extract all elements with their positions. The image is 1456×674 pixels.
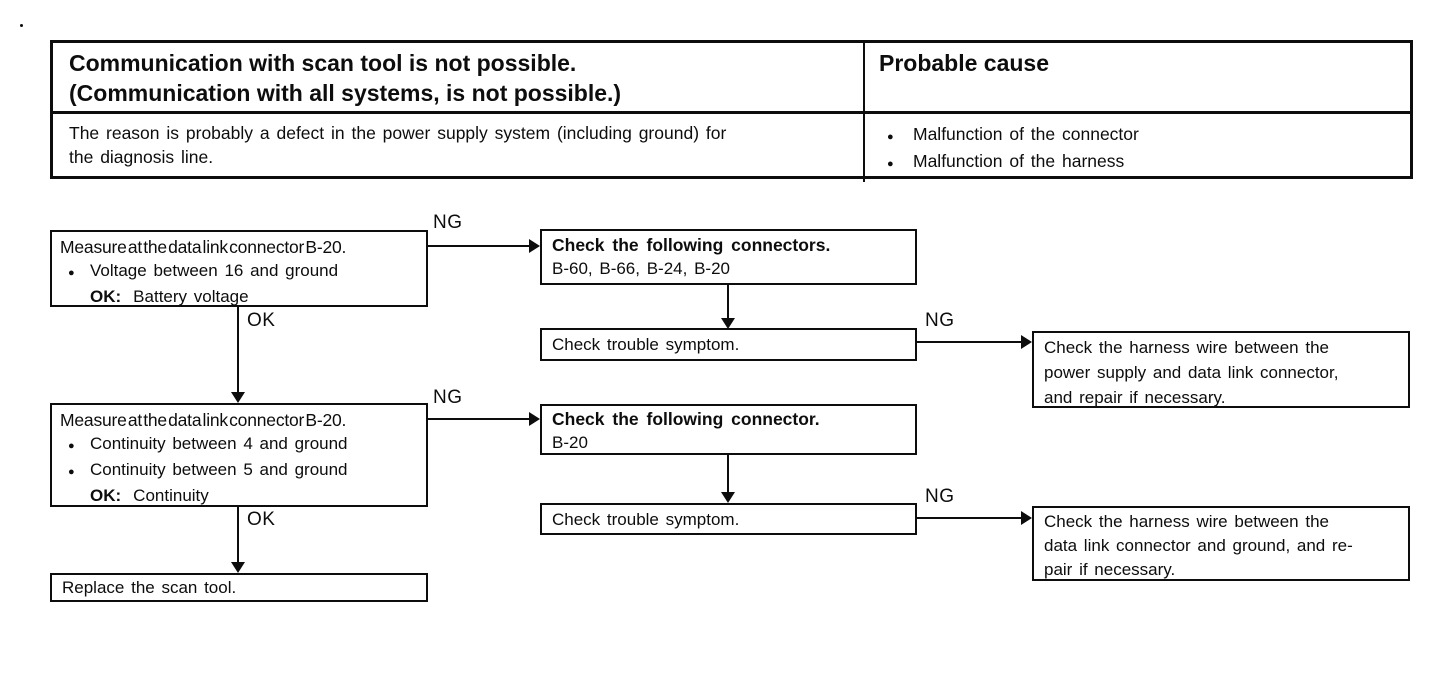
flow-box-replace-scan-tool: Replace the scan tool. xyxy=(50,573,428,602)
check-connectors-title: Check the following connectors. xyxy=(552,235,831,255)
arrowhead-down-icon xyxy=(721,492,735,503)
arrowhead-right-icon xyxy=(529,239,540,253)
bullet-icon: ● xyxy=(68,267,75,279)
flow-box-harness-ground: Check the harness wire between the data … xyxy=(1032,506,1410,581)
arrowhead-down-icon xyxy=(231,392,245,403)
replace-scan-tool-text: Replace the scan tool. xyxy=(62,578,237,597)
bullet-icon: ● xyxy=(887,158,894,170)
measure-continuity-title: Measure at the data link connector B-20. xyxy=(60,410,347,430)
arrow-ng-3 xyxy=(428,418,529,420)
cause-text: Malfunction of the connector xyxy=(913,124,1139,144)
ng-label-3: NG xyxy=(433,387,463,408)
ok-value: Continuity xyxy=(133,486,209,505)
reason-line2: the diagnosis line. xyxy=(69,147,214,167)
symptom-title-line2: (Communication with all systems, is not … xyxy=(69,80,622,106)
harness-ground-line1: Check the harness wire between the xyxy=(1044,512,1329,531)
flow-box-check-trouble-1: Check trouble symptom. xyxy=(540,328,917,361)
ng-label-4: NG xyxy=(925,486,955,507)
reason-cell: The reason is probably a defect in the p… xyxy=(53,114,865,182)
harness-ground-line2: data link connector and ground, and re- xyxy=(1044,536,1353,555)
measure-voltage-bullet: ● Voltage between 16 and ground xyxy=(60,259,418,285)
cause-item: ● Malfunction of the connector xyxy=(887,122,1410,149)
arrow-ok-2 xyxy=(237,507,239,562)
ok-label: OK: xyxy=(90,287,122,306)
check-trouble-2-text: Check trouble symptom. xyxy=(552,509,740,529)
arrowhead-right-icon xyxy=(1021,335,1032,349)
cause-text: Malfunction of the harness xyxy=(913,151,1125,171)
scan-artifact-dot xyxy=(20,24,23,27)
check-connector-detail: B-20 xyxy=(552,433,588,452)
ng-label-1: NG xyxy=(433,212,463,233)
arrow-ng-1 xyxy=(428,245,529,247)
arrow-ok-1 xyxy=(237,307,239,392)
harness-power-line3: and repair if necessary. xyxy=(1044,388,1226,407)
harness-power-line2: power supply and data link connector, xyxy=(1044,363,1339,382)
arrowhead-right-icon xyxy=(529,412,540,426)
bullet-text: Continuity between 5 and ground xyxy=(90,460,348,479)
arrow-down-2 xyxy=(727,455,729,492)
ok-label: OK: xyxy=(90,486,122,505)
flow-box-check-connector: Check the following connector. B-20 xyxy=(540,404,917,455)
bullet-text: Continuity between 4 and ground xyxy=(90,434,348,453)
arrowhead-down-icon xyxy=(721,318,735,329)
measure-continuity-bullet-2: ● Continuity between 5 and ground xyxy=(60,458,418,484)
probable-cause-title: Probable cause xyxy=(879,50,1050,76)
flow-box-measure-continuity: Measure at the data link connector B-20.… xyxy=(50,403,428,507)
reason-line1: The reason is probably a defect in the p… xyxy=(69,123,727,143)
causes-cell: ● Malfunction of the connector ● Malfunc… xyxy=(865,114,1410,182)
measure-continuity-bullet-1: ● Continuity between 4 and ground xyxy=(60,432,418,458)
flow-box-check-trouble-2: Check trouble symptom. xyxy=(540,503,917,535)
arrowhead-down-icon xyxy=(231,562,245,573)
arrowhead-right-icon xyxy=(1021,511,1032,525)
symptom-table: Communication with scan tool is not poss… xyxy=(50,40,1413,182)
harness-ground-line3: pair if necessary. xyxy=(1044,560,1176,579)
check-connectors-detail: B-60, B-66, B-24, B-20 xyxy=(552,259,730,278)
measure-voltage-title: Measure at the data link connector B-20. xyxy=(60,237,347,257)
flow-box-harness-power: Check the harness wire between the power… xyxy=(1032,331,1410,408)
symptom-title-line1: Communication with scan tool is not poss… xyxy=(69,50,577,76)
measure-continuity-ok: OK: Continuity xyxy=(60,484,418,507)
harness-power-line1: Check the harness wire between the xyxy=(1044,338,1329,357)
check-connector-title: Check the following connector. xyxy=(552,409,820,429)
ok-label-2: OK xyxy=(247,509,276,530)
cause-item: ● Malfunction of the harness xyxy=(887,149,1410,176)
bullet-icon: ● xyxy=(887,131,894,143)
ok-label-1: OK xyxy=(247,310,276,331)
ok-value: Battery voltage xyxy=(133,287,249,306)
symptom-header-cell: Communication with scan tool is not poss… xyxy=(53,43,865,114)
bullet-text: Voltage between 16 and ground xyxy=(90,261,339,280)
check-trouble-1-text: Check trouble symptom. xyxy=(552,335,740,354)
flow-box-measure-voltage: Measure at the data link connector B-20.… xyxy=(50,230,428,307)
ng-label-2: NG xyxy=(925,310,955,331)
bullet-icon: ● xyxy=(68,466,75,478)
probable-cause-header-cell: Probable cause xyxy=(865,43,1410,114)
arrow-down-1 xyxy=(727,285,729,318)
bullet-icon: ● xyxy=(68,440,75,452)
arrow-ng-2 xyxy=(917,341,1021,343)
flow-box-check-connectors: Check the following connectors. B-60, B-… xyxy=(540,229,917,285)
arrow-ng-4 xyxy=(917,517,1021,519)
measure-voltage-ok: OK: Battery voltage xyxy=(60,285,418,308)
